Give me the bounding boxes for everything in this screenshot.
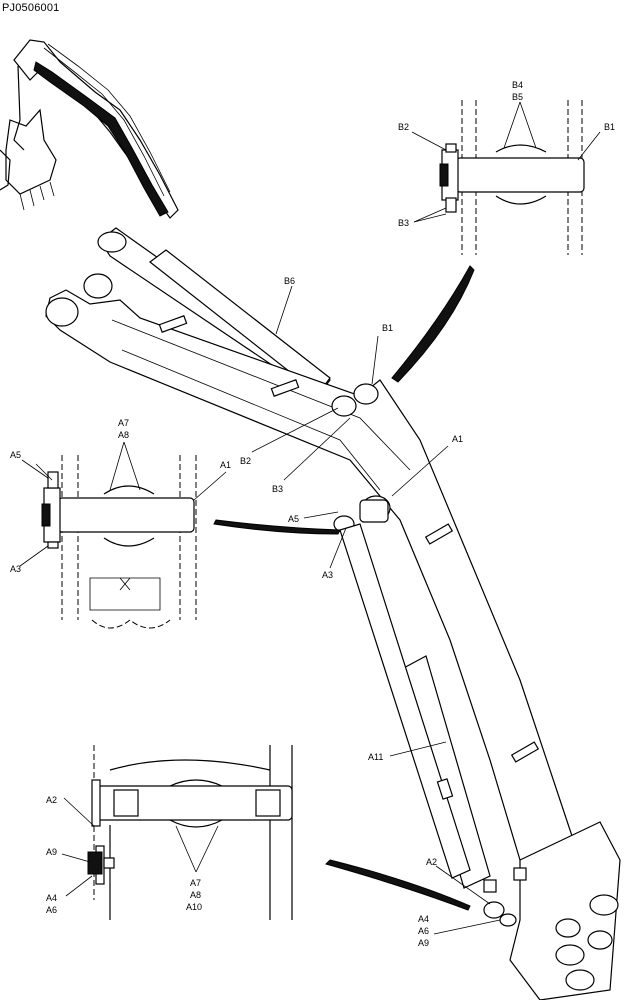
callout-b3: B3 [398, 218, 410, 228]
callout-a6-main: A6 [418, 926, 430, 936]
callout-a3-detail: A3 [10, 564, 22, 574]
callout-a10-detail: A10 [186, 902, 203, 912]
excavator-overview-thumbnail [0, 39, 179, 219]
callout-b5: B5 [512, 92, 524, 102]
callout-a1-detail: A1 [220, 460, 232, 470]
callout-b2-main: B2 [240, 456, 252, 466]
callout-a3-main: A3 [322, 570, 334, 580]
callout-a5-main: A5 [288, 514, 300, 524]
callout-a11: A11 [368, 752, 384, 762]
callout-a2-main: A2 [426, 857, 438, 867]
callout-b6: B6 [284, 276, 296, 286]
detail-a1-pin-assembly [19, 441, 227, 629]
main-leader-lines [251, 285, 501, 935]
callout-a5-detail: A5 [10, 450, 22, 460]
document-id: PJ0506001 [2, 2, 60, 14]
callout-a7: A7 [118, 418, 130, 428]
callout-a4-main: A4 [418, 914, 430, 924]
callout-a7-detail: A7 [190, 878, 202, 888]
pointer-b-detail [391, 265, 475, 383]
callout-a2-detail: A2 [46, 795, 58, 805]
callout-b4: B4 [512, 80, 524, 90]
callout-a9-main: A9 [418, 938, 430, 948]
detail-a2-pin-assembly [61, 745, 293, 920]
callout-a9-detail: A9 [46, 847, 58, 857]
detail-b-pin-assembly [411, 100, 601, 255]
callout-b3-main: B3 [272, 484, 284, 494]
callout-b1: B1 [604, 122, 616, 132]
pointer-a-lower-detail [325, 859, 471, 911]
callout-a8-detail: A8 [190, 890, 202, 900]
callout-a6-detail: A6 [46, 905, 58, 915]
callout-a1-main: A1 [452, 434, 464, 444]
arm-assembly [45, 227, 621, 1000]
callout-a4-detail: A4 [46, 893, 58, 903]
callout-b1-main: B1 [382, 323, 394, 333]
callout-a8: A8 [118, 430, 130, 440]
callout-b2: B2 [398, 122, 410, 132]
pointer-a-upper-detail [213, 519, 341, 535]
